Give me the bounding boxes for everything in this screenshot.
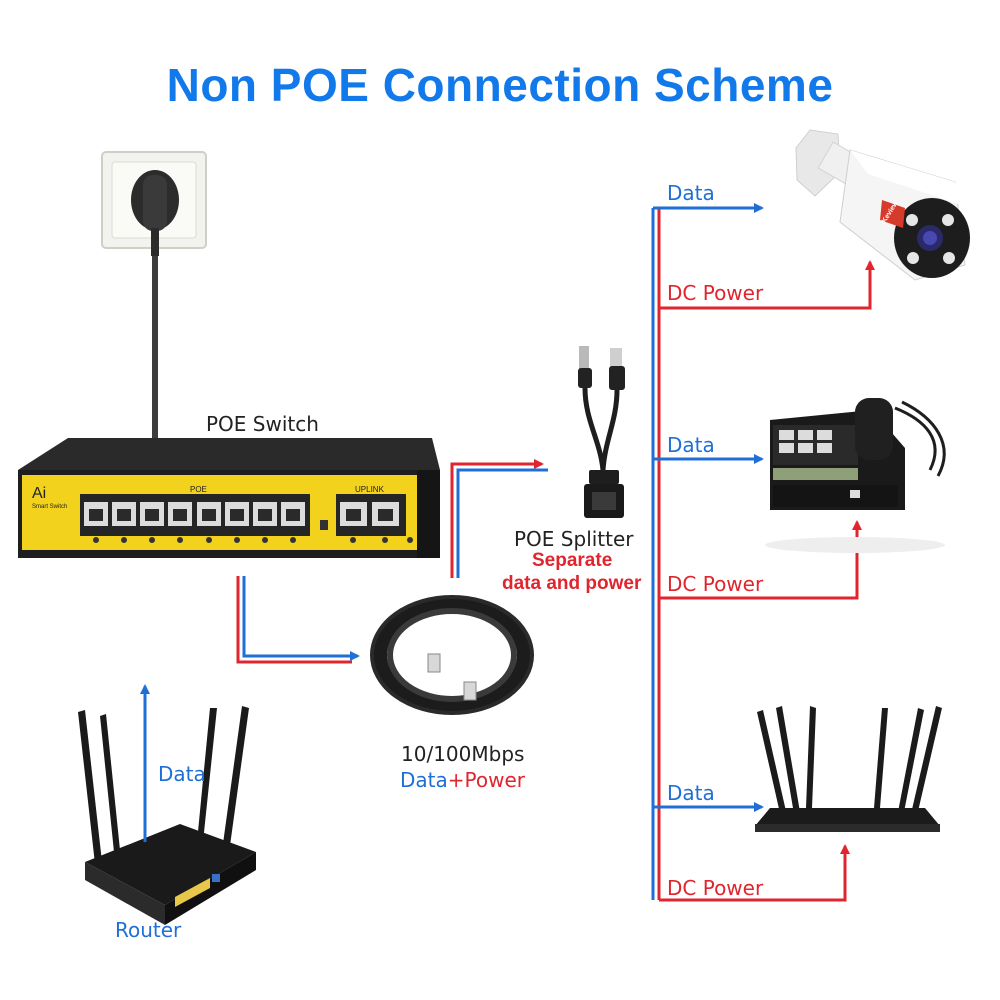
switch-power-line [236, 576, 352, 664]
router-branch-data-label: Data [667, 781, 715, 805]
camera-data-label: Data [667, 181, 715, 205]
cable-power-text: Power [464, 768, 525, 792]
switch-subtitle: Smart Switch [32, 504, 67, 510]
splitter-desc-line1: Separate [532, 550, 613, 571]
router-data-label: Data [158, 762, 206, 786]
phone-power-label: DC Power [667, 572, 764, 596]
poe-splitter-label: POE Splitter [514, 527, 634, 551]
router-branch-power-label: DC Power [667, 876, 764, 900]
page-title: Non POE Connection Scheme [166, 59, 834, 111]
cable-data-text: Data [400, 768, 448, 792]
camera-power-arrow [659, 260, 875, 310]
poe-switch-icon [18, 438, 440, 558]
switch-data-line [242, 576, 360, 661]
switch-uplink-group: UPLINK [355, 485, 385, 494]
wall-socket-icon [101, 151, 207, 256]
ethernet-cable-icon [370, 595, 534, 715]
cable-plus-text: + [447, 768, 465, 792]
router-icon [78, 706, 256, 925]
ip-phone-icon [765, 398, 946, 553]
poe-splitter-icon [578, 346, 625, 518]
router-label: Router [115, 918, 182, 942]
cable-data-line [456, 468, 548, 578]
ip-camera-icon [795, 129, 970, 281]
cable-speed-label: 10/100Mbps [401, 742, 525, 766]
wireless-router-icon [755, 706, 942, 832]
camera-power-label: DC Power [667, 281, 764, 305]
poe-switch-label: POE Switch [206, 412, 319, 436]
phone-data-label: Data [667, 433, 715, 457]
switch-brand: Ai [32, 485, 46, 502]
splitter-desc-line2: data and power [502, 573, 642, 594]
switch-poe-group: POE [190, 485, 207, 494]
cable-power-line [450, 459, 544, 578]
router-power-arrow [659, 844, 850, 902]
cable-type-label: Data+Power [400, 768, 525, 792]
